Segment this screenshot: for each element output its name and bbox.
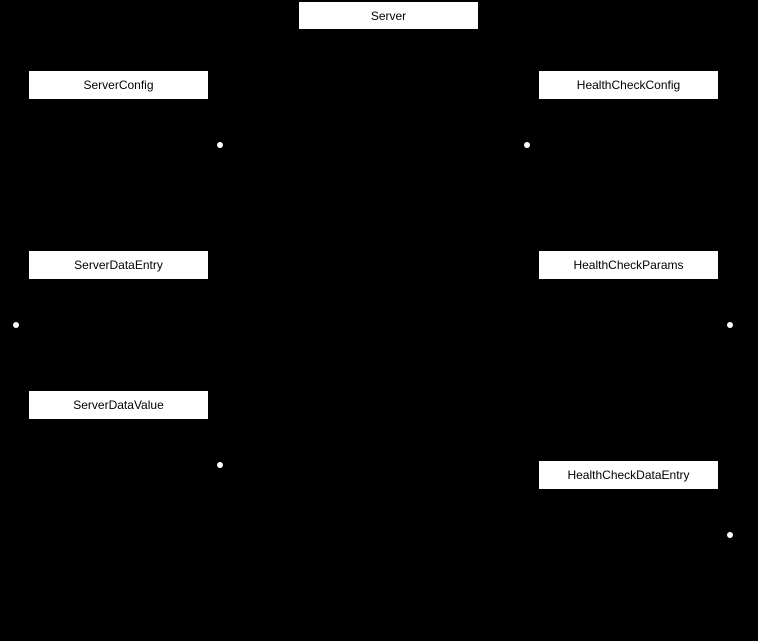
node-label: Server <box>370 8 407 23</box>
node-server: Server <box>299 2 478 29</box>
edge-endpoint-dot <box>727 532 733 538</box>
node-label: HealthCheckParams <box>573 258 684 272</box>
node-label: ServerConfig <box>83 78 154 92</box>
node-healthcheckparams: HealthCheckParams <box>539 251 718 279</box>
edge-endpoint-dot <box>217 142 223 148</box>
node-label: HealthCheckConfig <box>576 78 681 92</box>
node-serverconfig: ServerConfig <box>29 71 208 99</box>
node-label: ServerDataValue <box>73 398 164 412</box>
node-serverdataentry: ServerDataEntry <box>29 251 208 279</box>
edge-endpoint-dot <box>524 142 530 148</box>
edge-endpoint-dot <box>217 462 223 468</box>
node-serverdatavalue: ServerDataValue <box>29 391 208 419</box>
edge-endpoint-dot <box>727 322 733 328</box>
node-label: ServerDataEntry <box>74 258 163 272</box>
edge-endpoint-dot <box>13 322 19 328</box>
node-label: HealthCheckDataEntry <box>567 468 690 482</box>
node-healthcheckdataentry: HealthCheckDataEntry <box>539 461 718 489</box>
node-healthcheckconfig: HealthCheckConfig <box>539 71 718 99</box>
